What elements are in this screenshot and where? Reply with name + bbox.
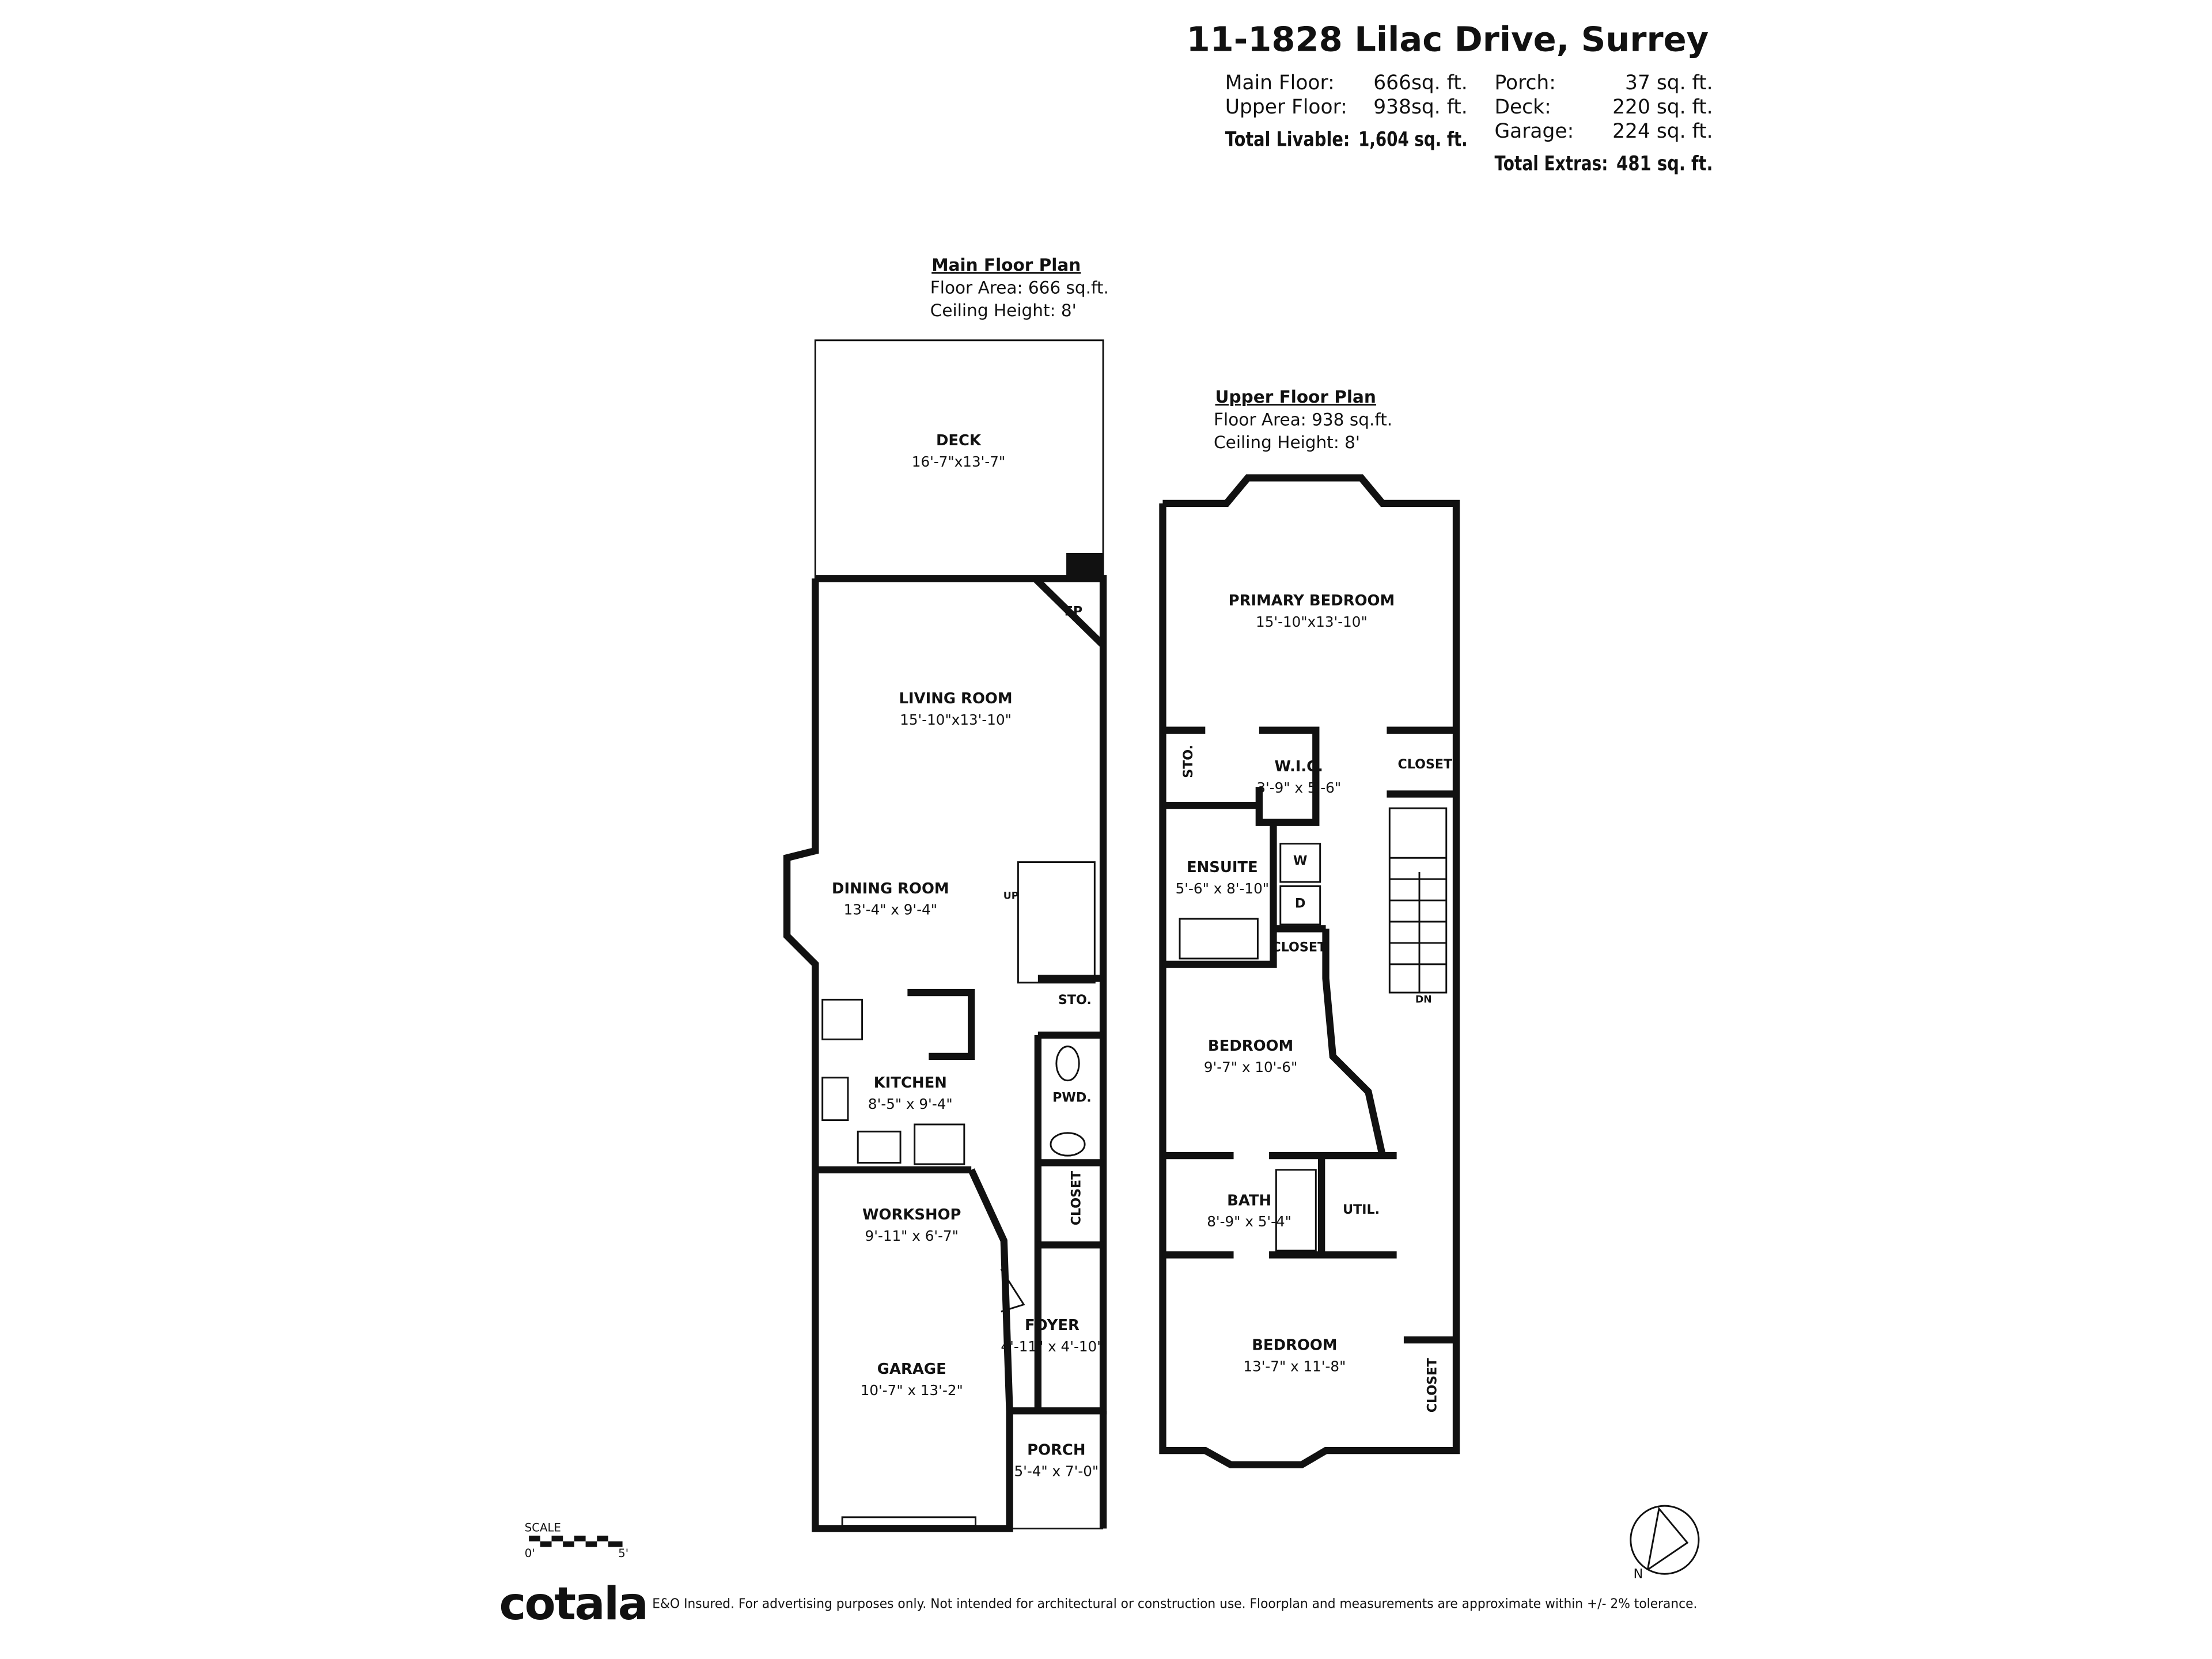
room-dimensions: 13'-4" x 9'-4" xyxy=(844,902,937,918)
area-summary: Main Floor: 666sq. ft. Upper Floor: 938s… xyxy=(1225,71,1713,175)
room-tag: DN xyxy=(1415,994,1432,1005)
room-tag: D xyxy=(1295,896,1305,911)
room-name: FOYER xyxy=(1025,1317,1080,1334)
room-name: DINING ROOM xyxy=(832,880,949,897)
room-dimensions: 10'-7" x 13'-2" xyxy=(861,1382,963,1399)
room-name: DECK xyxy=(936,432,982,449)
main-floor-walls xyxy=(783,339,1107,1532)
room-tag: UTIL. xyxy=(1343,1202,1380,1217)
room-name: BATH xyxy=(1227,1192,1271,1209)
scale-start: 0' xyxy=(525,1547,535,1560)
room-dimensions: 15'-10"x13'-10" xyxy=(900,711,1012,728)
main-plan-ceiling: Ceiling Height: 8' xyxy=(930,301,1077,320)
upper-plan-ceiling: Ceiling Height: 8' xyxy=(1214,433,1360,452)
deck-value: 220 sq. ft. xyxy=(1612,96,1713,119)
room-name: ENSUITE xyxy=(1187,859,1258,876)
room-name: W.I.C. xyxy=(1275,758,1323,775)
room-tag: STO. xyxy=(1181,745,1196,778)
room-dimensions: 13'-7" x 11'-8" xyxy=(1243,1358,1346,1374)
stairs xyxy=(1388,807,1448,994)
room-labels: DECK 16'-7"x13'-7" LIVING ROOM 15'-10"x13'-… xyxy=(832,432,1395,1480)
room-name: PORCH xyxy=(1027,1442,1085,1459)
north-letter: N xyxy=(1634,1567,1643,1582)
room-name: PRIMARY BEDROOM xyxy=(1229,592,1395,609)
room-tag: CLOSET xyxy=(1425,1358,1440,1413)
room-dimensions: 4'-11" x 4'-10" xyxy=(1001,1338,1103,1355)
room-tag: CLOSET xyxy=(1069,1171,1084,1226)
room-dimensions: 5'-6" x 8'-10" xyxy=(1176,880,1269,897)
scale-end: 5' xyxy=(618,1547,628,1560)
garage-value: 224 sq. ft. xyxy=(1612,120,1713,143)
scale-label: SCALE xyxy=(525,1521,561,1534)
porch-value: 37 sq. ft. xyxy=(1625,71,1713,94)
total-livable-label: Total Livable: xyxy=(1225,128,1350,151)
upper-plan-area: Floor Area: 938 sq.ft. xyxy=(1214,410,1392,429)
room-name: BEDROOM xyxy=(1252,1336,1337,1354)
total-livable-value: 1,604 sq. ft. xyxy=(1358,128,1468,151)
room-dimensions: 3'-9" x 5'-6" xyxy=(1256,779,1341,796)
scale-bar: SCALE 0' 5' xyxy=(525,1521,628,1559)
upper-floor-walls xyxy=(1159,474,1460,1468)
room-tag: CLOSET xyxy=(1271,940,1326,955)
room-dimensions: 9'-7" x 10'-6" xyxy=(1204,1059,1297,1075)
deck-label: Deck: xyxy=(1494,96,1551,119)
room-name: WORKSHOP xyxy=(862,1206,961,1224)
main-floor-label: Main Floor: xyxy=(1225,71,1335,94)
room-tag: UP xyxy=(1003,891,1019,902)
room-dimensions: 15'-10"x13'-10" xyxy=(1256,613,1368,630)
room-dimensions: 9'-11" x 6'-7" xyxy=(865,1228,959,1244)
small-labels: FP STO. PWD. CLOSET UP CLOSET STO. W D CLOSET UTIL… xyxy=(1003,604,1452,1412)
garage-label: Garage: xyxy=(1494,120,1574,143)
room-tag: PWD. xyxy=(1052,1090,1091,1105)
room-tag: FP xyxy=(1065,604,1082,619)
room-name: KITCHEN xyxy=(874,1074,947,1092)
main-floor-value: 666sq. ft. xyxy=(1373,71,1467,94)
room-tag: STO. xyxy=(1058,993,1092,1007)
room-dimensions: 5'-4" x 7'-0" xyxy=(1014,1463,1099,1479)
room-tag: CLOSET xyxy=(1398,757,1453,772)
upper-plan-title: Upper Floor Plan xyxy=(1215,387,1376,407)
room-name: LIVING ROOM xyxy=(899,690,1013,707)
disclaimer: E&O Insured. For advertising purposes on… xyxy=(652,1595,1697,1611)
room-name: GARAGE xyxy=(877,1361,946,1378)
north-arrow-icon: N xyxy=(1630,1505,1700,1582)
room-tag: W xyxy=(1293,854,1307,869)
upper-floor-label: Upper Floor: xyxy=(1225,96,1347,119)
main-plan-area: Floor Area: 666 sq.ft. xyxy=(930,278,1109,298)
cotala-logo: cotala xyxy=(499,1577,647,1630)
property-title: 11-1828 Lilac Drive, Surrey xyxy=(1187,20,1709,59)
room-dimensions: 8'-9" x 5'-4" xyxy=(1207,1213,1291,1230)
total-extras-label: Total Extras: xyxy=(1494,152,1608,175)
upper-floor-value: 938sq. ft. xyxy=(1373,96,1467,119)
room-name: BEDROOM xyxy=(1208,1037,1293,1055)
porch-label: Porch: xyxy=(1494,71,1555,94)
total-extras-value: 481 sq. ft. xyxy=(1616,152,1713,175)
room-dimensions: 16'-7"x13'-7" xyxy=(912,453,1005,470)
room-dimensions: 8'-5" x 9'-4" xyxy=(868,1096,953,1112)
main-plan-title: Main Floor Plan xyxy=(931,255,1081,275)
